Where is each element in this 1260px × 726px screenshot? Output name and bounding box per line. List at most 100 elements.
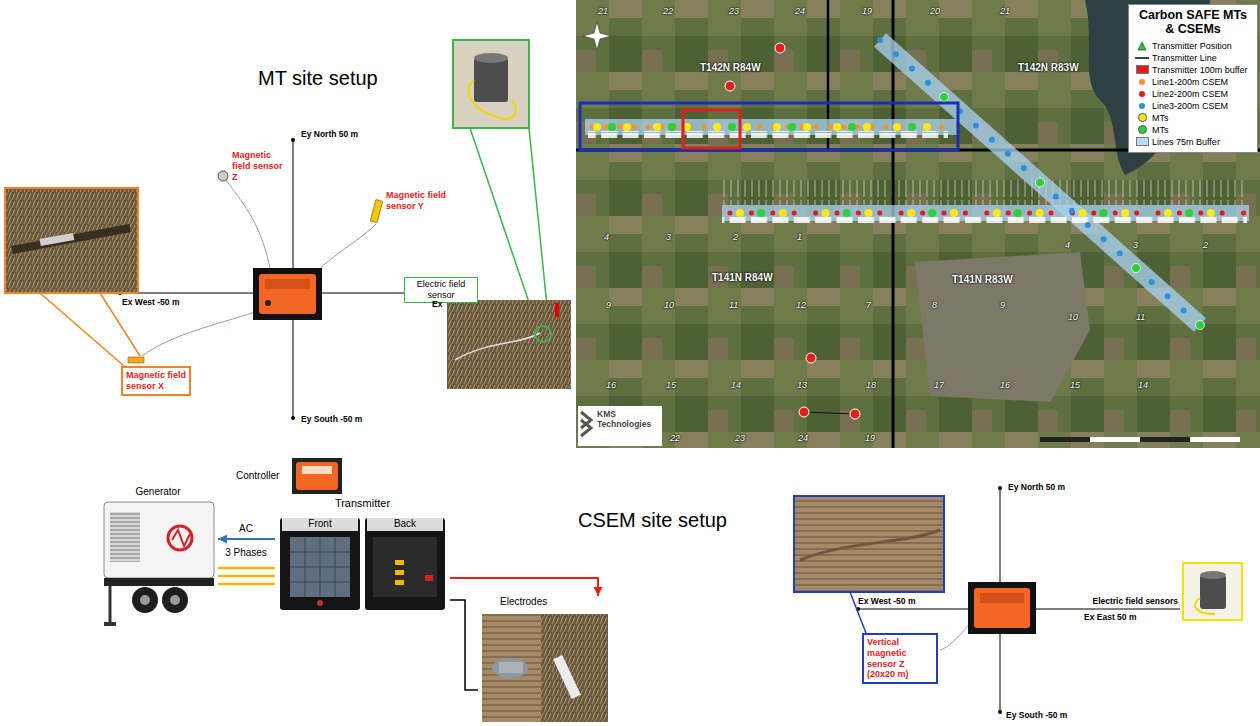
csem-transmitter-drawing xyxy=(395,560,404,565)
mt-layout-drawing xyxy=(128,357,144,363)
legend-text: Line1-200m CSEM xyxy=(1152,77,1228,87)
company-logo-text: KMS Technologies xyxy=(597,409,659,429)
csem-layout-drawing xyxy=(1195,598,1215,614)
section-number: 16 xyxy=(606,380,616,391)
satellite-map xyxy=(683,110,740,148)
section-number: 10 xyxy=(664,300,674,311)
satellite-map xyxy=(581,412,591,436)
legend-text: MTs xyxy=(1152,113,1169,123)
csem-transmitter-drawing xyxy=(132,587,158,613)
satellite-map xyxy=(588,131,948,138)
node-text: Generator xyxy=(98,486,218,498)
mt-layout-drawing xyxy=(370,200,382,223)
electrode-cable xyxy=(450,578,598,596)
legend-sample-box xyxy=(1134,79,1150,85)
csem-layout-drawing xyxy=(1200,571,1226,579)
csem-transmitter-drawing xyxy=(290,537,350,597)
satellite-map xyxy=(1196,321,1205,330)
csem-transmitter-drawing xyxy=(302,466,332,474)
axis-label: Ex xyxy=(432,299,442,309)
mt-layout-drawing xyxy=(474,58,508,102)
legend-swatch xyxy=(1136,65,1149,74)
csem-transmitter-drawing xyxy=(109,586,112,622)
mt-layout-drawing xyxy=(142,312,255,356)
csem-transmitter-drawing xyxy=(104,502,214,578)
axis-label: Ey South -50 m xyxy=(301,414,362,424)
electrode-cable xyxy=(450,578,603,596)
legend-text: Transmitter 100m buffer xyxy=(1152,65,1248,75)
axis-label: Ey North 50 m xyxy=(301,129,358,139)
legend-text: Line3-200m CSEM xyxy=(1152,101,1228,111)
section-number: 2 xyxy=(1203,240,1208,251)
three-phase-cable xyxy=(218,568,275,584)
section-number: 19 xyxy=(862,6,872,17)
satellite-map xyxy=(612,123,950,131)
satellite-map xyxy=(804,412,855,414)
csem-transmitter-drawing xyxy=(317,600,323,606)
legend-swatch xyxy=(1139,103,1145,109)
satellite-map xyxy=(850,409,860,419)
csem-transmitter-drawing xyxy=(110,512,140,562)
legend-swatch xyxy=(1139,79,1145,85)
satellite-map xyxy=(578,406,662,446)
csem-transmitter-drawing xyxy=(395,570,404,575)
section-number: 4 xyxy=(604,232,609,243)
node-text: Vertical magnetic sensor Z (20x20 m) xyxy=(867,637,933,680)
legend-row: Line2-200m CSEM xyxy=(1134,88,1252,100)
csem-layout-drawing xyxy=(794,496,944,592)
satellite-map xyxy=(725,81,735,91)
satellite-map xyxy=(915,252,1090,402)
axis-label: Electric field sensors xyxy=(1092,596,1178,606)
legend-text: Transmitter Line xyxy=(1152,53,1217,63)
legend-sample-box xyxy=(1134,55,1150,61)
power-arrow xyxy=(218,535,275,544)
csem-transmitter-drawing xyxy=(541,614,608,722)
csem-transmitter-drawing xyxy=(104,458,608,722)
three-phase-cable xyxy=(218,583,275,586)
csem-transmitter-drawing xyxy=(373,537,437,597)
axis-label: Ey North 50 m xyxy=(1008,482,1065,492)
legend-sample-box xyxy=(1134,65,1150,74)
csem-layout-drawing xyxy=(974,588,1030,628)
section-number: 11 xyxy=(1136,312,1145,323)
generator-unit: Generator xyxy=(98,486,218,628)
electrode-cable xyxy=(450,600,478,690)
mt-layout-drawing xyxy=(265,279,310,289)
connector-label: 3 Phases xyxy=(223,547,269,559)
satellite-map xyxy=(580,103,958,150)
node-text: Controller xyxy=(236,470,344,482)
legend-row: Line1-200m CSEM xyxy=(1134,76,1252,88)
mt-layout-drawing xyxy=(470,128,537,326)
section-number: 24 xyxy=(795,6,805,17)
satellite-map xyxy=(722,217,1247,224)
satellite-map xyxy=(1036,178,1045,187)
csem-layout-drawing xyxy=(998,710,1002,714)
legend-row: MTs xyxy=(1134,124,1252,136)
csem-layout-drawing xyxy=(794,486,1242,714)
connector-label: AC xyxy=(237,523,255,535)
legend-swatch xyxy=(1136,137,1149,146)
section-number: 1 xyxy=(797,232,802,243)
section-number: 4 xyxy=(1065,240,1070,251)
section-number: 17 xyxy=(934,380,944,391)
legend-row: MTs xyxy=(1134,112,1252,124)
satellite-map xyxy=(799,407,809,417)
csem-layout-drawing xyxy=(980,593,1024,603)
csem-layout-drawing xyxy=(968,582,1036,634)
section-number: 23 xyxy=(735,433,745,444)
section-number: 3 xyxy=(1133,240,1138,251)
mt-layout-drawing xyxy=(12,228,130,250)
legend-text: Transmitter Position xyxy=(1152,41,1232,51)
legend-triangle xyxy=(1137,41,1147,51)
mt-layout-drawing xyxy=(291,138,295,142)
sensor-label-box: Vertical magnetic sensor Z (20x20 m) xyxy=(862,633,938,684)
satellite-map xyxy=(597,123,950,131)
section-number: 15 xyxy=(666,380,676,391)
township-label: T141N R84W xyxy=(712,272,773,284)
node-text: Front xyxy=(280,518,360,530)
section-number: 15 xyxy=(1070,380,1080,391)
sensor-label-box: Electric field sensor xyxy=(404,277,478,303)
section-number: 3 xyxy=(666,232,671,243)
